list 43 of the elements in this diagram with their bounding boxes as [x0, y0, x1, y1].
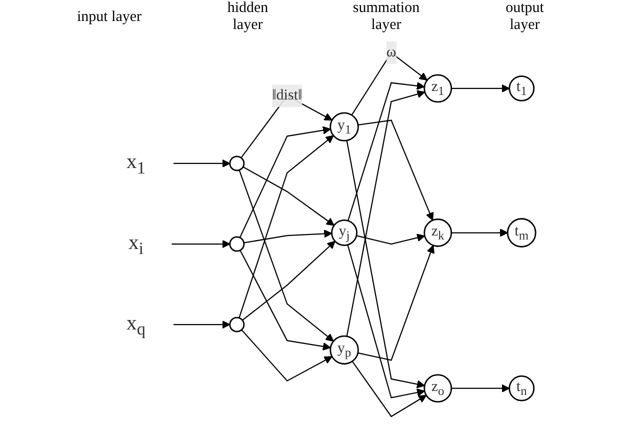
- node-circle: t$_{1}$: [508, 75, 535, 102]
- layer-heading: hidden layer: [226, 0, 270, 34]
- node-circle: y$_{j}$: [331, 220, 358, 246]
- arrow: [358, 120, 434, 221]
- node-text: x$_{1}$: [126, 149, 146, 178]
- arrow: [238, 170, 334, 342]
- arrow: [356, 234, 426, 245]
- arrow: [352, 361, 427, 418]
- node-text: x$_{i}$: [128, 230, 144, 258]
- layer-heading: output layer: [504, 0, 545, 34]
- arrow: [451, 84, 510, 93]
- arrow: [346, 90, 426, 336]
- arrow: [346, 140, 425, 388]
- arrow: [451, 384, 510, 392]
- node-circle: [229, 316, 245, 332]
- arrow: [242, 166, 334, 226]
- arrow: [358, 245, 435, 361]
- node-circle: t$_{n}$: [508, 375, 535, 402]
- layer-heading: input layer: [76, 8, 143, 26]
- arrow: [174, 320, 230, 329]
- edge-label: ω: [386, 44, 396, 60]
- node-circle: y$_{1}$: [330, 112, 359, 142]
- arrow: [239, 126, 331, 238]
- node-circle: z$_{1}$: [424, 74, 452, 103]
- arrow: [244, 230, 332, 244]
- layer-heading: summation layer: [352, 0, 421, 34]
- arrow: [240, 250, 331, 351]
- arrow: [242, 240, 336, 321]
- arrow: [172, 240, 230, 248]
- node-text: x$_{q}$: [126, 310, 146, 338]
- arrow: [451, 228, 508, 237]
- node-circle: [229, 156, 245, 172]
- node-circle: t$_{m}$: [506, 218, 536, 248]
- arrow: [347, 82, 425, 221]
- arrow: [347, 244, 425, 398]
- edge-label: ‖dist‖: [272, 87, 302, 104]
- node-circle: z$_{o}$: [424, 374, 452, 403]
- node-circle: [229, 236, 245, 252]
- arrow: [241, 329, 332, 382]
- arrow: [238, 135, 334, 318]
- node-circle: z$_{k}$: [424, 218, 452, 247]
- arrow: [174, 159, 230, 168]
- node-circle: y$_{p}$: [330, 335, 359, 365]
